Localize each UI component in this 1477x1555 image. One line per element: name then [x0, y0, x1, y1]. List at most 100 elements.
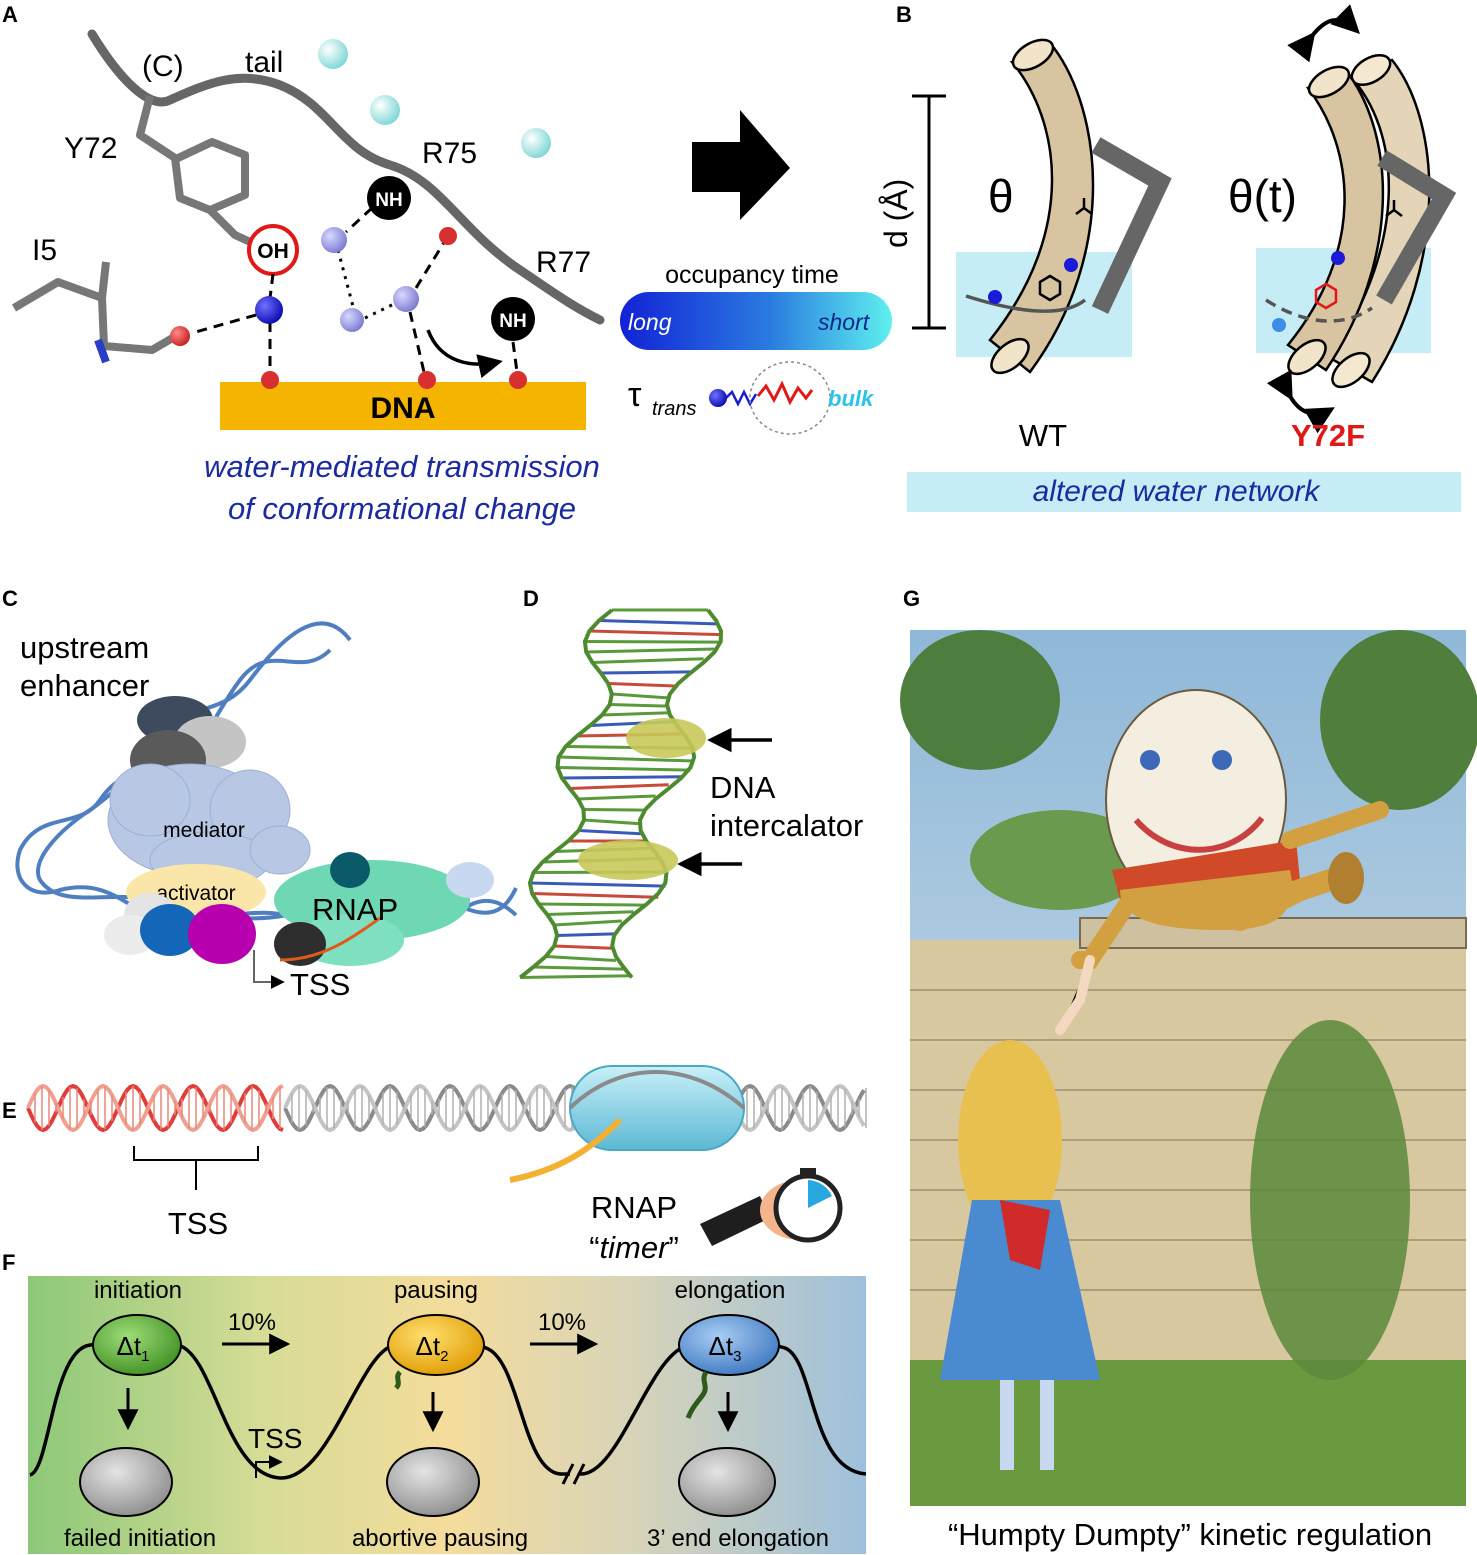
blue-factor: [140, 904, 200, 956]
base-pair-stick: [586, 647, 715, 654]
base-pair-stick: [561, 775, 682, 780]
base-pair-stick: [532, 892, 659, 899]
mutant-water-2: [1272, 318, 1286, 332]
wt-helix: [988, 46, 1095, 374]
bulk-water-1: [318, 39, 348, 69]
alice-arm: [1055, 955, 1095, 1035]
panel-e: E TSS RNAP “timer”: [2, 1065, 867, 1265]
base-pair-stick: [599, 619, 717, 626]
rnap-label-e: RNAP: [591, 1190, 677, 1225]
tree-left: [900, 630, 1060, 770]
panel-label-c: C: [2, 586, 18, 611]
alice-leg-left: [1000, 1380, 1014, 1470]
trans-trajectory-blue: [725, 389, 758, 407]
base-pair-stick: [554, 944, 613, 950]
water-lavender-3: [393, 286, 419, 312]
rnap-dna-through: [568, 1070, 746, 1110]
label-tail: tail: [245, 46, 283, 79]
wt-helix-top: [1011, 38, 1055, 72]
oh-label: OH: [257, 240, 289, 263]
base-pair-stick: [554, 919, 622, 927]
dna-phosphate-3: [509, 371, 527, 389]
panel-b: B d (Å) θ WT: [878, 2, 1461, 512]
mutant-ring: [1314, 282, 1338, 310]
dna-stick-model: [518, 608, 724, 980]
panel-g: G: [900, 586, 1477, 1552]
base-pair-stick: [583, 808, 646, 812]
base-pair-stick: [533, 965, 624, 971]
activator-label: activator: [156, 882, 235, 905]
stage-1-delta: Δt: [117, 1331, 142, 1361]
label-r75: R75: [422, 137, 477, 170]
stage-1-symbol: Δt1: [117, 1331, 150, 1365]
promoter-helix: [26, 1083, 284, 1133]
mediator-label: mediator: [163, 819, 245, 842]
stage-2-delta: Δt: [416, 1331, 441, 1361]
stage-3-node: [678, 1314, 780, 1376]
illustration-caption: “Humpty Dumpty” kinetic regulation: [948, 1517, 1432, 1552]
y72-side-chain: [136, 95, 270, 254]
base-pair-stick: [545, 955, 616, 962]
tss-label-e: TSS: [168, 1206, 228, 1241]
alice-leg-right: [1040, 1380, 1054, 1470]
dna-phosphate-2: [418, 371, 436, 389]
protein-backbone-tail: [87, 29, 605, 325]
alice-hair: [958, 1040, 1062, 1240]
base-pair-stick: [529, 881, 666, 888]
mediator-complex: [107, 763, 311, 889]
bulk-water-3: [521, 128, 551, 158]
base-pair-stick: [589, 629, 722, 637]
base-pair-stick: [520, 974, 632, 979]
base-pair-stick: [602, 711, 670, 717]
rnap-label: RNAP: [312, 892, 398, 927]
bulk-water-2: [370, 95, 400, 125]
stage-1-sub: 1: [141, 1348, 149, 1365]
dna-label: DNA: [371, 392, 436, 425]
axis-break-1: [561, 1463, 575, 1485]
base-pair-stick: [609, 703, 668, 708]
stage-1-title: initiation: [94, 1277, 182, 1304]
i5-side-chain: [11, 261, 179, 354]
hydrogen-bonds: [191, 206, 519, 373]
mutant-helix-back: [1328, 58, 1431, 384]
rnap-subunit: [330, 852, 370, 888]
base-pair-stick: [577, 794, 656, 801]
axis-break-2: [572, 1463, 586, 1485]
network-caption-box: [907, 472, 1461, 512]
occupancy-short: short: [818, 309, 871, 335]
stage-3-title: elongation: [675, 1277, 786, 1304]
mutant-backbone-line: [1265, 298, 1373, 323]
stage-3-fail-node: [678, 1447, 776, 1517]
stage-3-sub: 3: [733, 1348, 741, 1365]
timer-word: timer: [600, 1230, 671, 1265]
d-label: d (Å): [878, 179, 914, 248]
wall-coping: [1079, 917, 1467, 949]
rnap-rna-exit: [509, 1117, 623, 1183]
panel-label-g: G: [903, 586, 920, 611]
humpty-dumpty-illustration: [900, 630, 1477, 1506]
bulk-sphere: [749, 361, 831, 435]
water-chain-bonds: [336, 249, 399, 320]
base-pair-stick: [569, 783, 669, 790]
base-pair-stick: [578, 829, 641, 836]
wt-water-1: [988, 290, 1002, 304]
nh-r75-label: NH: [375, 190, 402, 211]
intercalator-1: [626, 718, 706, 758]
tss-label-c: TSS: [290, 967, 350, 1002]
humpty-eye-right: [1212, 750, 1232, 770]
nascent-rna: [279, 916, 381, 962]
upstream-label: upstream: [20, 630, 149, 665]
nh-r75: [367, 176, 411, 220]
tau-symbol: τ: [628, 376, 642, 414]
occupancy-long: long: [628, 309, 672, 335]
tss-bracket: [133, 1146, 259, 1190]
stage-3-fail-label: 3’ end elongation: [647, 1525, 829, 1552]
nh-r77-label: NH: [499, 311, 526, 332]
dna-bar: [220, 382, 586, 430]
water-lavender-2: [340, 308, 364, 332]
transfer-arrow: [426, 329, 503, 379]
wt-ring: [1038, 274, 1062, 302]
stage-2-node: [387, 1314, 485, 1376]
intercalator-2: [578, 840, 678, 880]
panel-f: F initiation Δt1 failed initiation pausi…: [2, 1250, 867, 1554]
